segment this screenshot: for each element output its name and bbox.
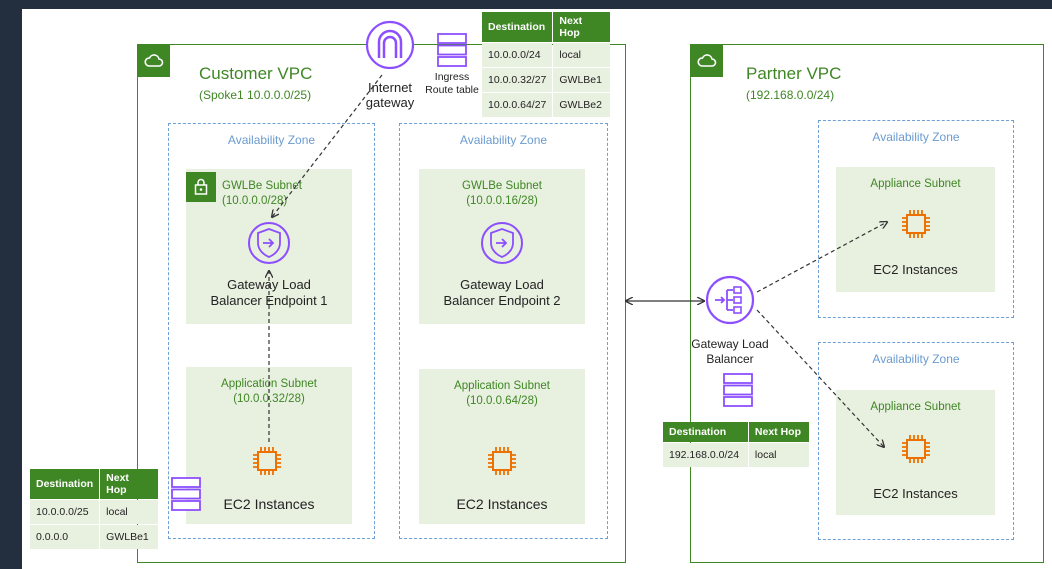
table-cell: 10.0.0.0/25 [30,500,100,524]
table-cell: 10.0.0.32/27 [482,68,553,92]
table-cell: GWLBe1 [100,525,158,549]
table-cell: local [553,43,610,67]
availability-zone-label: Availability Zone [459,133,548,147]
endpoint-2-line1: Gateway Load [460,277,544,292]
cloud-icon [691,45,723,77]
table-cell: local [100,500,158,524]
ingress-route-table: Destination Next Hop 10.0.0.0/24 local 1… [481,11,611,118]
column-header: Next Hop [748,422,809,442]
appliance-subnet-2-title: Appliance Subnet [870,401,961,413]
customer-vpc-title: Customer VPC [199,64,313,83]
route-table-icon [171,477,201,511]
ec2-instances-label-2: EC2 Instances [456,496,548,512]
table-row: 10.0.0.64/27 GWLBe2 [482,93,610,117]
ec2-instance-icon [488,447,516,475]
ec2-instance-icon [253,447,281,475]
partner-route-table: Destination Next Hop 192.168.0.0/24 loca… [662,421,810,468]
table-row: 0.0.0.0 GWLBe1 [30,525,158,549]
table-cell: GWLBe2 [553,93,610,117]
table-cell: 0.0.0.0 [30,525,100,549]
table-row: 10.0.0.0/25 local [30,500,158,524]
internet-gateway-icon [365,20,415,70]
gateway-load-balancer-endpoint-icon [481,222,523,264]
partner-vpc-cidr: (192.168.0.0/24) [746,88,835,102]
ec2-instances-label-1: EC2 Instances [223,496,315,512]
internet-gateway-line1: Internet [350,80,430,96]
cloud-icon [138,45,170,77]
ec2-instances-label-4: EC2 Instances [873,486,958,501]
table-row: 10.0.0.0/24 local [482,43,610,67]
route-table-icon [723,373,753,407]
gateway-load-balancer-endpoint-icon [248,222,290,264]
column-header: Next Hop [100,469,158,499]
ec2-instances-label-3: EC2 Instances [873,262,958,277]
gwlb-line1: Gateway Load [691,337,769,351]
gwlbe-subnet-1-cidr: (10.0.0.0/28) [222,195,288,207]
endpoint-1-line2: Balancer Endpoint 1 [210,293,328,308]
table-row: 10.0.0.32/27 GWLBe1 [482,68,610,92]
availability-zone-label: Availability Zone [227,133,316,147]
endpoint-2-line2: Balancer Endpoint 2 [443,293,561,308]
endpoint-1-line1: Gateway Load [227,277,311,292]
column-header: Destination [30,469,100,499]
table-row: 192.168.0.0/24 local [663,443,809,467]
gwlbe-subnet-2: GWLBe Subnet (10.0.0.16/28) [419,169,585,324]
column-header: Next Hop [553,12,610,42]
application-route-table: Destination Next Hop 10.0.0.0/25 local 0… [29,468,159,550]
architecture-diagram: Customer VPC (Spoke1 10.0.0.0/25) Availa… [22,9,1052,569]
ingress-route-table-line1: Ingress [434,71,470,83]
column-header: Destination [482,12,553,42]
application-subnet-1-title: Application Subnet [221,378,317,390]
ec2-instance-icon [902,210,930,238]
table-cell: 10.0.0.64/27 [482,93,553,117]
application-subnet-1-cidr: (10.0.0.32/28) [233,393,305,405]
ingress-route-table-line2: Route table [422,84,482,97]
gwlbe-subnet-2-cidr: (10.0.0.16/28) [466,195,538,207]
availability-zone-partner-top: Availability Zone [818,120,1014,318]
appliance-subnet-1-title: Appliance Subnet [870,178,961,190]
ec2-instance-icon [902,435,930,463]
table-cell: GWLBe1 [553,68,610,92]
availability-zone-label: Availability Zone [872,352,960,366]
gwlb-line2: Balancer [706,352,754,366]
table-cell: local [748,443,809,467]
partner-vpc-title: Partner VPC [746,64,842,83]
gwlbe-subnet-1-title: GWLBe Subnet [222,180,302,192]
application-subnet-2-cidr: (10.0.0.64/28) [466,395,538,407]
application-subnet-2-title: Application Subnet [454,380,550,392]
internet-gateway-line2: gateway [365,95,415,110]
customer-vpc-cidr: (Spoke1 10.0.0.0/25) [199,88,312,102]
availability-zone-right: Availability Zone [399,123,608,539]
table-cell: 192.168.0.0/24 [663,443,748,467]
gwlbe-subnet-2-title: GWLBe Subnet [462,180,542,192]
availability-zone-label: Availability Zone [872,130,960,144]
lock-icon [186,172,216,202]
table-cell: 10.0.0.0/24 [482,43,553,67]
application-subnet-2: Application Subnet (10.0.0.64/28) [419,369,585,524]
gateway-load-balancer-icon [705,275,755,325]
route-table-icon [437,33,467,67]
column-header: Destination [663,422,748,442]
